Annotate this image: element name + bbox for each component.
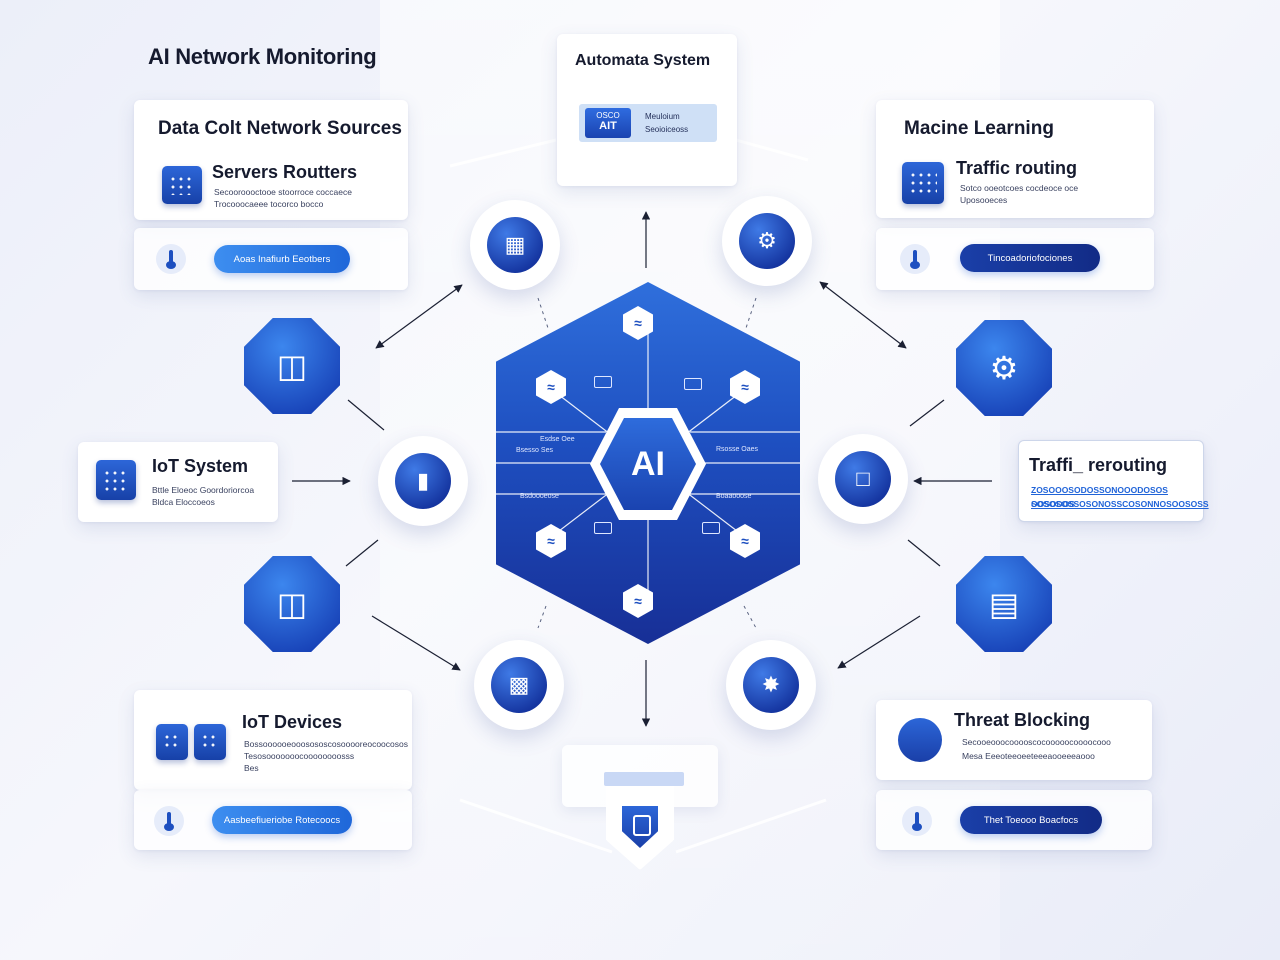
machine-learning-button[interactable]: Tincoadoriofociones (960, 244, 1100, 272)
badge-caption-2: Seoioiceoss (645, 125, 689, 134)
routing-grid-icon (902, 162, 944, 204)
machine-learning-card[interactable]: Macine Learning Traffic routing Sotco oo… (876, 100, 1154, 218)
sensor-icon (156, 244, 186, 274)
threat-blocking-action-card: Thet Toeooo Boacfocs (876, 790, 1152, 850)
server-rack-octagon-left-top[interactable]: ◫ (244, 318, 340, 414)
hub-chart-icon-2 (684, 378, 702, 390)
machine-learning-action-card: Tincoadoriofociones (876, 228, 1154, 290)
book-icon: □ (835, 451, 891, 507)
card-title: Traffi_ rerouting (1029, 455, 1168, 475)
automata-system-card[interactable]: Automata System OSCO AIT Meuloium Seoioi… (557, 34, 737, 186)
sensor-icon (900, 244, 930, 274)
shield-header-bar (604, 772, 684, 786)
iot-devices-card[interactable]: IoT Devices Bossoooooeooosososcosooooreo… (134, 690, 412, 790)
iot-system-card[interactable]: IoT System Bttle Eloeoc Goordoriorcoa Bl… (78, 442, 278, 522)
card-title: IoT System (152, 456, 249, 476)
document-octagon-right-bottom[interactable]: ▤ (956, 556, 1052, 652)
network-icon: ▩ (491, 657, 547, 713)
server-grid-icon (162, 166, 202, 204)
automata-badge-box: OSCO AIT Meuloium Seoioiceoss (579, 104, 717, 142)
server-rack-octagon-left-bottom[interactable]: ◫ (244, 556, 340, 652)
desc-1: ZOSOOOSODOSSONOOODOSOS OOSODOS (1031, 485, 1168, 509)
hub-node-lower-left[interactable]: ≈ (536, 524, 566, 558)
hub-label-5: Boaaooose (716, 493, 752, 500)
badge-main: AIT (599, 120, 617, 132)
network-circle-node[interactable]: ▩ (474, 640, 564, 730)
card-title: Data Colt Network Sources (158, 118, 402, 139)
desc-2: Tesosooooooocoooooooosss (244, 751, 355, 761)
desc-1: Secooeooocooooscocooooocoooocooo (962, 737, 1111, 747)
hub-label-2: Bsesso Ses (516, 447, 553, 454)
data-sources-button[interactable]: Aoas Inafiurb Eeotbers (214, 245, 350, 273)
gears-octagon-right-top[interactable]: ⚙ (956, 320, 1052, 416)
lock-icon: ▮ (395, 453, 451, 509)
database-icon: ▦ (487, 217, 543, 273)
data-sources-action-card: Aoas Inafiurb Eeotbers (134, 228, 408, 290)
puzzle-circle-node[interactable]: ✸ (726, 640, 816, 730)
brain-circle-node[interactable]: ⚙ (722, 196, 812, 286)
ai-core[interactable]: AI (600, 418, 696, 510)
card-title: Threat Blocking (954, 710, 1091, 730)
puzzle-icon: ✸ (743, 657, 799, 713)
shield-circle-icon (898, 718, 942, 762)
desc-2: Bldca Eloccoeos (152, 497, 215, 507)
item-desc-2: Uposooeces (960, 195, 1008, 205)
desc-3: Bes (244, 763, 259, 773)
item-title: Servers Routters (212, 162, 358, 182)
hub-label-4: Rsosse Oaes (716, 446, 759, 453)
item-desc-1: Secooroooctooe stoorroce coccaece (214, 187, 352, 197)
hub-label-3: Bsdoooeose (520, 493, 559, 500)
ai-badge: OSCO AIT (585, 108, 631, 138)
brain-icon: ⚙ (739, 213, 795, 269)
ai-core-label: AI (631, 444, 665, 483)
document-icon: ▤ (988, 586, 1020, 622)
badge-top: OSCO (596, 111, 620, 120)
iot-grid-icon (96, 460, 136, 500)
traffic-rerouting-card[interactable]: Traffi_ rerouting ZOSOOOSODOSSONOOODOSOS… (1018, 440, 1209, 522)
sensor-icon (902, 806, 932, 836)
item-desc-1: Sotco ooeotcoes cocdeoce oce (960, 183, 1079, 193)
hub-chart-icon-4 (702, 522, 720, 534)
item-desc-2: Trocooocaeee tocorco bocco (214, 199, 324, 209)
page-title: AI Network Monitoring (148, 44, 377, 69)
desc-1: Bttle Eloeoc Goordoriorcoa (152, 485, 255, 495)
iot-devices-action-card: Aasbeefiueriobe Rotecoocs (134, 790, 412, 850)
badge-caption-1: Meuloium (645, 112, 680, 121)
server-rack-icon: ◫ (276, 348, 308, 384)
desc-2: SOSOSOSSOSONOSSCOSONNOSOOSOSS (1031, 499, 1209, 509)
iot-devices-button[interactable]: Aasbeefiueriobe Rotecoocs (212, 806, 352, 834)
device-grid-icon-1 (156, 724, 188, 760)
hub-chart-icon-3 (594, 522, 612, 534)
desc-2: Mesa Eeeoteeoeeteeeaooeeeaooo (962, 751, 1095, 761)
hub-node-bottom[interactable]: ≈ (623, 584, 653, 618)
item-title: Traffic routing (956, 158, 1077, 178)
server-rack-icon: ◫ (276, 586, 308, 622)
hub-chart-icon-1 (594, 376, 612, 388)
book-circle-node-right[interactable]: □ (818, 434, 908, 524)
threat-blocking-button[interactable]: Thet Toeooo Boacfocs (960, 806, 1102, 834)
card-title: Macine Learning (904, 118, 1054, 139)
device-grid-icon-2 (194, 724, 226, 760)
hub-label-1: Esdse Oee (540, 436, 575, 443)
database-circle-node[interactable]: ▦ (470, 200, 560, 290)
desc-1: Bossoooooeooosososcosooooreocoocosos (244, 739, 408, 749)
sensor-icon (154, 806, 184, 836)
data-sources-card[interactable]: Data Colt Network Sources Servers Routte… (134, 100, 408, 220)
hub-node-lower-right[interactable]: ≈ (730, 524, 760, 558)
gears-icon: ⚙ (989, 350, 1019, 386)
threat-blocking-card[interactable]: Threat Blocking Secooeooocooooscocoooooc… (876, 700, 1152, 780)
card-title: Automata System (575, 52, 711, 69)
lock-circle-node-left[interactable]: ▮ (378, 436, 468, 526)
card-title: IoT Devices (242, 712, 343, 732)
